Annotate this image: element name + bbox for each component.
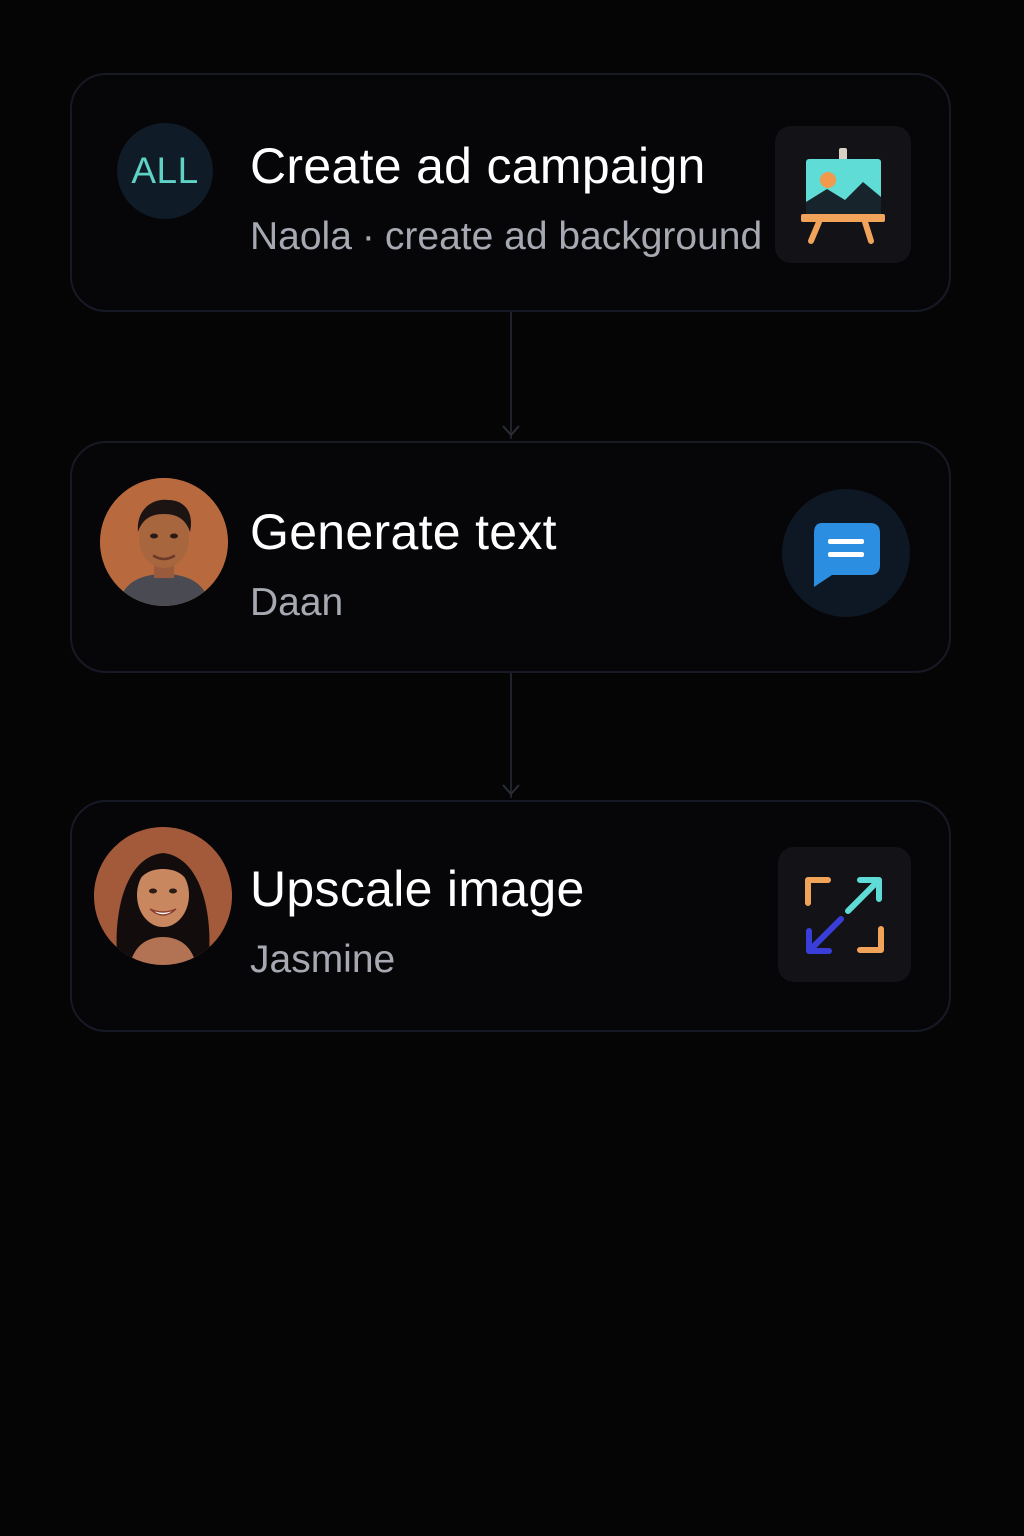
workflow-step-upscale-image[interactable]: Upscale image Jasmine xyxy=(70,800,951,1032)
avatar-daan xyxy=(100,478,228,606)
step-title: Create ad campaign xyxy=(250,138,706,194)
step-title: Upscale image xyxy=(250,861,585,917)
chevron-down-icon xyxy=(502,784,520,796)
chevron-down-icon xyxy=(502,425,520,437)
chat-bubble-icon xyxy=(782,489,910,617)
connector-line xyxy=(510,312,512,439)
workflow-step-generate-text[interactable]: Generate text Daan xyxy=(70,441,951,673)
step-subtitle: Naola·create ad background xyxy=(250,215,762,259)
easel-image-icon xyxy=(775,126,911,263)
connector-line xyxy=(510,673,512,798)
assignee-name: Naola xyxy=(250,215,352,258)
expand-arrows-icon xyxy=(778,847,911,982)
separator-dot: · xyxy=(361,215,375,258)
step-detail: create ad background xyxy=(384,215,763,258)
assignee-name: Daan xyxy=(250,581,344,624)
avatar-jasmine xyxy=(94,827,232,965)
workflow-step-create-ad-campaign[interactable]: ALL Create ad campaign Naola·create ad b… xyxy=(70,73,951,312)
step-title: Generate text xyxy=(250,504,557,560)
all-badge: ALL xyxy=(117,123,213,219)
assignee-name: Jasmine xyxy=(250,938,396,981)
